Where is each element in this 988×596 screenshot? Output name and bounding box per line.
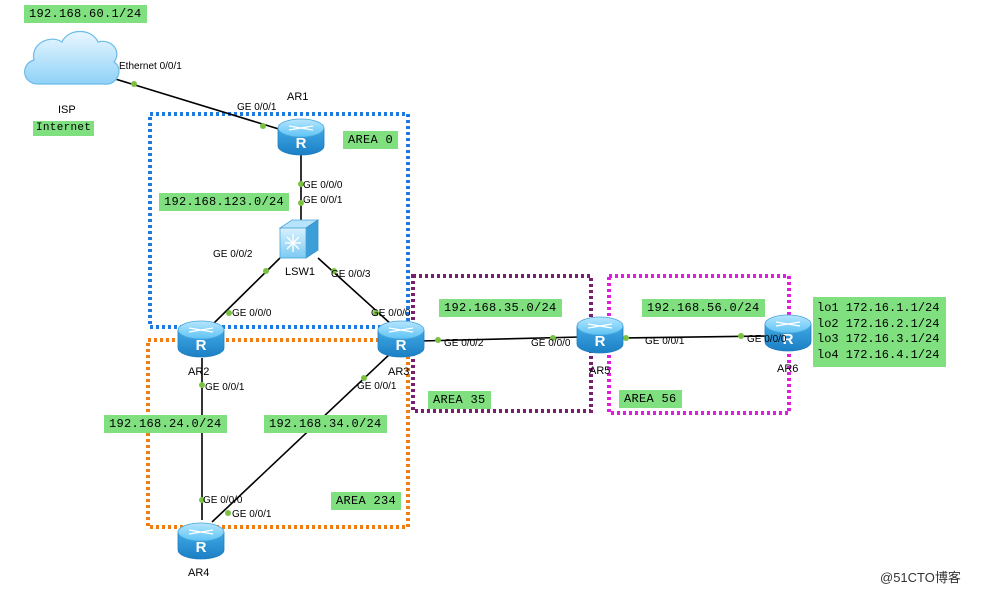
router-icon-ar1: R: [277, 118, 325, 156]
port-label-ar6-g000: GE 0/0/0: [747, 334, 787, 345]
port-dot-ar5-g000: [550, 335, 556, 341]
router-icon-ar6: R: [764, 314, 812, 352]
area-234-label: AREA 234: [331, 492, 402, 510]
switch-icon: [278, 219, 320, 259]
router-icon-ar5: R: [576, 316, 624, 354]
port-dot-ar3-g001: [361, 375, 367, 381]
loopback-item: lo2 172.16.2.1/24: [817, 316, 940, 331]
port-label-ar5-g001: GE 0/0/1: [645, 336, 685, 347]
link-lsw1-ar2: [211, 257, 281, 326]
link-isp-ar1: [111, 77, 283, 131]
loopback-list: lo1 172.16.1.1/24 lo2 172.16.2.1/24 lo3 …: [813, 297, 946, 367]
port-label-lsw1-g003: GE 0/0/3: [331, 269, 371, 280]
area-0-label: AREA 0: [343, 131, 399, 149]
port-dot-ar6-g000: [738, 333, 744, 339]
port-dot-ar1-g001: [260, 123, 266, 129]
svg-text:R: R: [196, 539, 207, 556]
port-label-ar3-g001: GE 0/0/1: [357, 381, 397, 392]
port-dot-ar3-g000: [373, 310, 379, 316]
port-label-ar1-g000: GE 0/0/0: [303, 180, 343, 191]
loopback-item: lo1 172.16.1.1/24: [817, 301, 940, 315]
port-dot-lsw1-g001: [298, 200, 304, 206]
port-label-ar2-g001: GE 0/0/1: [205, 382, 245, 393]
device-label-ar3: AR3: [388, 366, 410, 378]
isp-cloud-icon: [24, 30, 120, 85]
port-label-ar1-g001: GE 0/0/1: [237, 102, 277, 113]
svg-text:R: R: [196, 337, 207, 354]
port-dot-lsw1-g002: [263, 268, 269, 274]
link-ar3-ar4: [211, 351, 393, 523]
svg-text:R: R: [396, 337, 407, 354]
port-dot-ar4-g000: [199, 497, 205, 503]
network-label-123: 192.168.123.0/24: [159, 193, 290, 211]
isp-network-label: 192.168.60.1/24: [24, 5, 147, 23]
port-dot-lsw1-g003: [331, 268, 337, 274]
router-icon-ar4: R: [177, 522, 225, 560]
device-label-isp: ISP: [58, 104, 76, 116]
port-dot-ar4-g001: [225, 510, 231, 516]
port-dot-isp: [131, 81, 137, 87]
port-label-ar4-g001: GE 0/0/1: [232, 509, 272, 520]
loopback-item: lo4 172.16.4.1/24: [817, 347, 940, 362]
area-56-label: AREA 56: [619, 390, 682, 408]
router-icon-ar3: R: [377, 320, 425, 358]
watermark: @51CTO博客: [880, 570, 961, 585]
port-dot-ar2-g001: [199, 382, 205, 388]
port-label-ar4-g000: GE 0/0/0: [203, 495, 243, 506]
port-label-ar3-g002: GE 0/0/2: [444, 338, 484, 349]
network-label-24: 192.168.24.0/24: [104, 415, 227, 433]
area-35-label: AREA 35: [428, 391, 491, 409]
port-label-lsw1-g002: GE 0/0/2: [213, 249, 253, 260]
device-label-lsw1: LSW1: [285, 266, 315, 278]
port-dot-ar1-g000: [298, 181, 304, 187]
device-label-ar2: AR2: [188, 366, 210, 378]
network-label-56: 192.168.56.0/24: [642, 299, 765, 317]
port-label-ar5-g000: GE 0/0/0: [531, 338, 571, 349]
network-label-34: 192.168.34.0/24: [264, 415, 387, 433]
internet-label: Internet: [33, 121, 95, 136]
loopback-item: lo3 172.16.3.1/24: [817, 332, 940, 346]
area-0-boundary: [148, 112, 410, 329]
port-label-isp-eth: Ethernet 0/0/1: [119, 61, 182, 72]
device-label-ar6: AR6: [777, 363, 799, 375]
svg-text:R: R: [783, 331, 794, 348]
svg-text:R: R: [296, 135, 307, 152]
port-label-lsw1-g001: GE 0/0/1: [303, 195, 343, 206]
port-dot-ar2-g000: [226, 310, 232, 316]
link-lsw1-ar3: [317, 257, 393, 326]
device-label-ar5: AR5: [589, 365, 611, 377]
network-label-35: 192.168.35.0/24: [439, 299, 562, 317]
area-234-boundary: [146, 338, 410, 529]
device-label-ar1: AR1: [287, 91, 309, 103]
port-label-ar2-g000: GE 0/0/0: [232, 308, 272, 319]
port-dot-ar3-g002: [435, 337, 441, 343]
svg-text:R: R: [595, 333, 606, 350]
device-label-ar4: AR4: [188, 567, 210, 579]
port-dot-ar5-g001: [623, 335, 629, 341]
port-label-ar3-g000: GE 0/0/0: [371, 308, 411, 319]
router-icon-ar2: R: [177, 320, 225, 358]
